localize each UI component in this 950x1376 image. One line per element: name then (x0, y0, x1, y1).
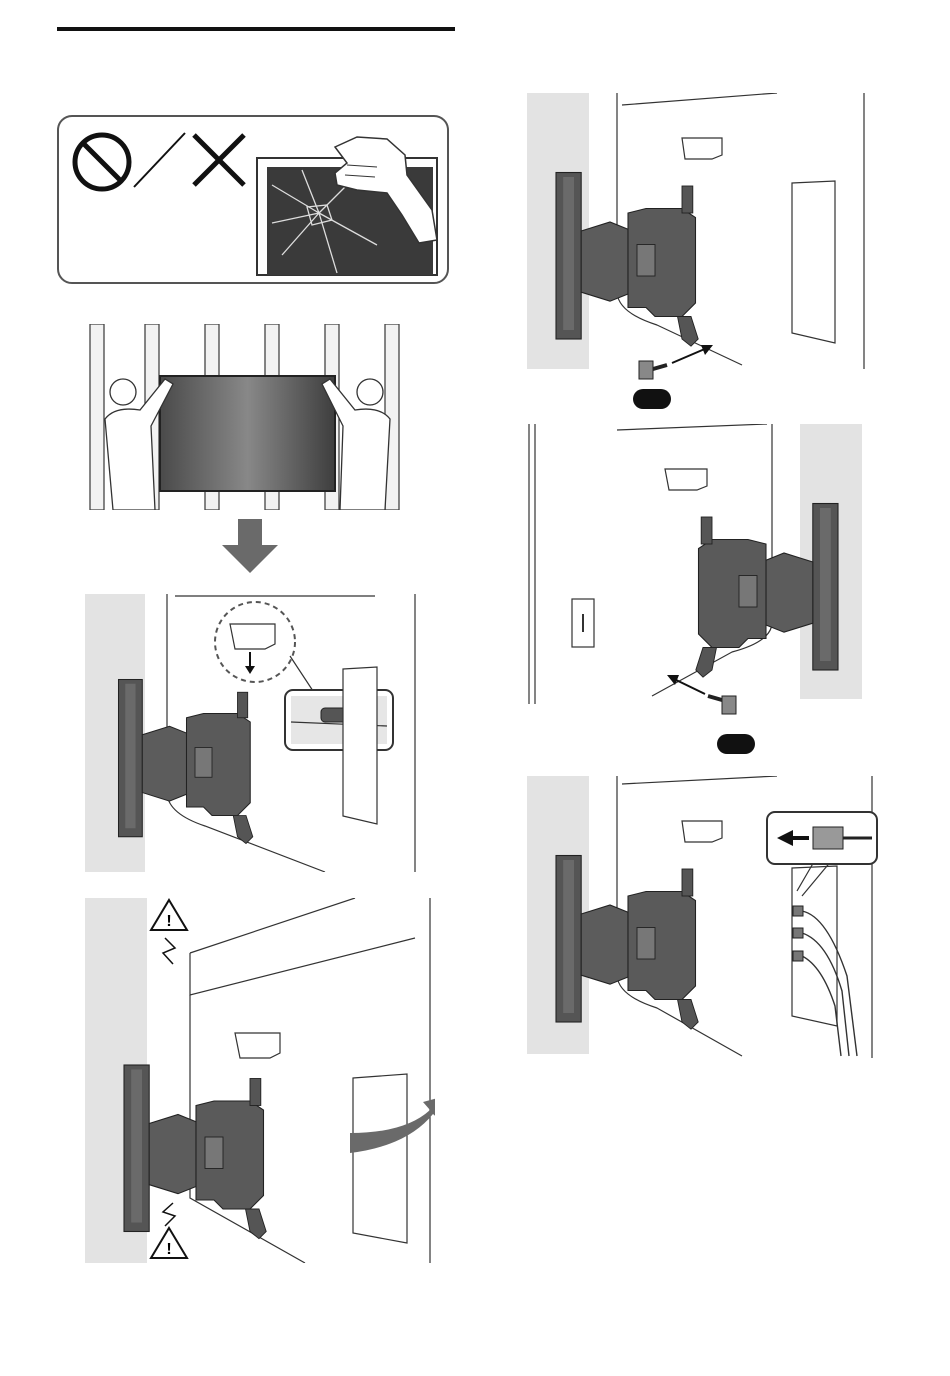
screw-label-badge-left (633, 389, 671, 409)
svg-text:!: ! (166, 913, 171, 930)
lift-tv-illustration (85, 324, 413, 510)
step-screw-left-illustration (527, 93, 867, 383)
cracked-screen-illustration (257, 137, 437, 275)
down-arrow-icon (222, 519, 278, 573)
screw-label-badge-right (717, 734, 755, 754)
header-rule (57, 27, 455, 31)
screw-icon (708, 696, 736, 714)
impact-icon-bottom (163, 1203, 175, 1226)
hook-piece (215, 602, 295, 682)
impact-icon-top (163, 938, 175, 964)
step-screw-right-illustration (527, 424, 867, 724)
caution-icon-bottom: ! (151, 1228, 187, 1258)
step-swing-arm-illustration: ! ! (85, 898, 435, 1263)
screw-icon (639, 361, 667, 379)
svg-text:!: ! (166, 1241, 171, 1258)
caution-icon-top: ! (151, 900, 187, 930)
warning-panel (57, 115, 449, 285)
tv-screen (160, 376, 335, 491)
insert-arrow (672, 348, 707, 363)
step-hook-bracket-illustration (85, 594, 417, 872)
insert-arrow (672, 678, 705, 694)
step-cables-illustration (527, 776, 879, 1058)
